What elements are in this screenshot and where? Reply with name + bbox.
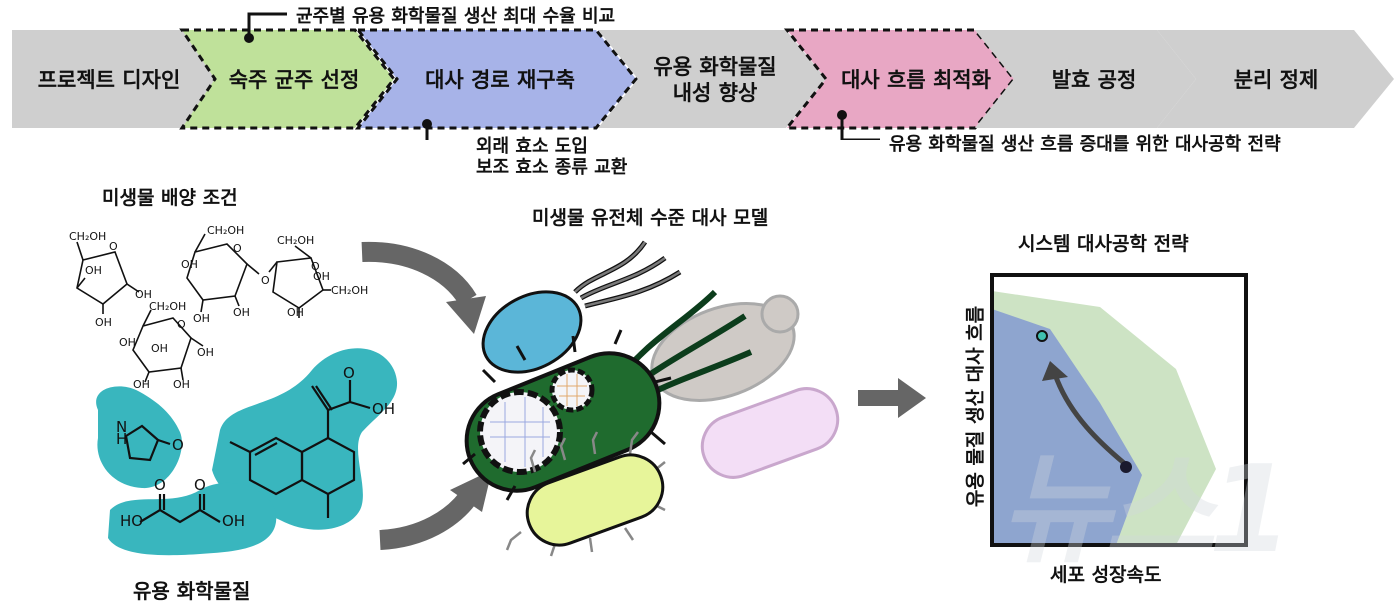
label-oh-3: OH (135, 288, 152, 301)
label-oh-11: OH (133, 378, 150, 391)
label-ch2oh-4: CH₂OH (331, 284, 368, 297)
label-ch2oh-2: CH₂OH (207, 224, 244, 237)
label-oh-6: OH (233, 306, 250, 319)
pyrrolidone-n: N (116, 418, 127, 436)
model-title: 미생물 유전체 수준 대사 모델 (532, 207, 769, 229)
label-o-3: O (261, 274, 270, 287)
label-oh-7: OH (287, 306, 304, 319)
label-o-5: O (177, 318, 186, 331)
step-pathway (354, 28, 638, 130)
label-oh-5: OH (193, 312, 210, 325)
succinic-oh: OH (222, 512, 245, 530)
step-label-host-strain: 숙주 균주 선정 (228, 68, 360, 92)
step-project-design (12, 30, 240, 128)
label-oh-8: OH (119, 336, 136, 349)
optimization-arrow (1053, 376, 1126, 465)
label-ch2oh-1: CH₂OH (69, 230, 106, 243)
label-ch2oh-5: CH₂OH (149, 300, 186, 313)
label-oh-10: OH (197, 346, 214, 359)
annotation-top: 균주별 유용 화학물질 생산 최대 수율 비교 (296, 6, 616, 27)
pipeline-chevrons (12, 12, 1394, 140)
step-separation (1157, 30, 1394, 128)
label-o-1: O (109, 240, 118, 253)
succinic-o-2: O (194, 476, 206, 494)
start-point (1120, 461, 1132, 473)
label-oh-12: OH (173, 378, 190, 391)
label-oh-1: OH (85, 264, 102, 277)
terpene-oh: OH (372, 400, 395, 418)
output-arrow (858, 378, 926, 418)
strategy-plot (990, 273, 1248, 547)
pyrrolidone-o: O (172, 436, 184, 454)
annotation-right: 유용 화학물질 생산 흐름 증대를 위한 대사공학 전략 (889, 134, 1281, 155)
succinic-o-1: O (154, 476, 166, 494)
label-ho-1: OH (313, 270, 330, 283)
step-label-project-design: 프로젝트 디자인 (37, 68, 181, 92)
microbe-illustration (462, 240, 840, 557)
step-host-strain (179, 28, 396, 130)
label-oh-2: OH (95, 316, 112, 329)
step-label-separation: 분리 정제 (1233, 68, 1319, 92)
label-oh-4: OH (181, 258, 198, 271)
label-oh-9: OH (151, 342, 168, 355)
step-fermentation (975, 30, 1196, 128)
terpene-o: O (343, 364, 355, 382)
inner-region (992, 309, 1142, 545)
label-o-4: O (311, 260, 320, 273)
step-label-flux: 대사 흐름 최적화 (841, 68, 991, 92)
culture-title: 미생물 배양 조건 (102, 187, 238, 209)
pyrrolidone-h: H (116, 430, 127, 448)
strategy-ylabel: 유용 물질 생산 대사 흐름 (964, 305, 987, 508)
sugar-structures: CH₂OH O OH OH OH CH₂OH O OH OH OH O CH₂O… (69, 224, 368, 391)
annotation-mid-2: 보조 효소 종류 교환 (476, 157, 628, 178)
input-arrows (361, 241, 492, 550)
annotation-mid-1: 외래 효소 도입 (476, 136, 588, 157)
chemical-blobs: N H O O OH HO OH O O (96, 348, 398, 556)
label-o-2: O (233, 242, 242, 255)
end-point (1036, 330, 1048, 342)
strategy-title: 시스템 대사공학 전략 (1018, 233, 1189, 255)
chemicals-title: 유용 화학물질 (133, 579, 251, 603)
strategy-xlabel: 세포 성장속도 (1050, 564, 1162, 586)
step-label-pathway: 대사 경로 재구축 (425, 68, 575, 92)
step-tolerance (598, 30, 826, 128)
step-label-fermentation: 발효 공정 (1051, 68, 1137, 92)
succinic-ho: HO (120, 512, 143, 530)
step-label-tolerance: 유용 화학물질 내성 향상 (653, 55, 777, 105)
label-ch2oh-3: CH₂OH (277, 234, 314, 247)
